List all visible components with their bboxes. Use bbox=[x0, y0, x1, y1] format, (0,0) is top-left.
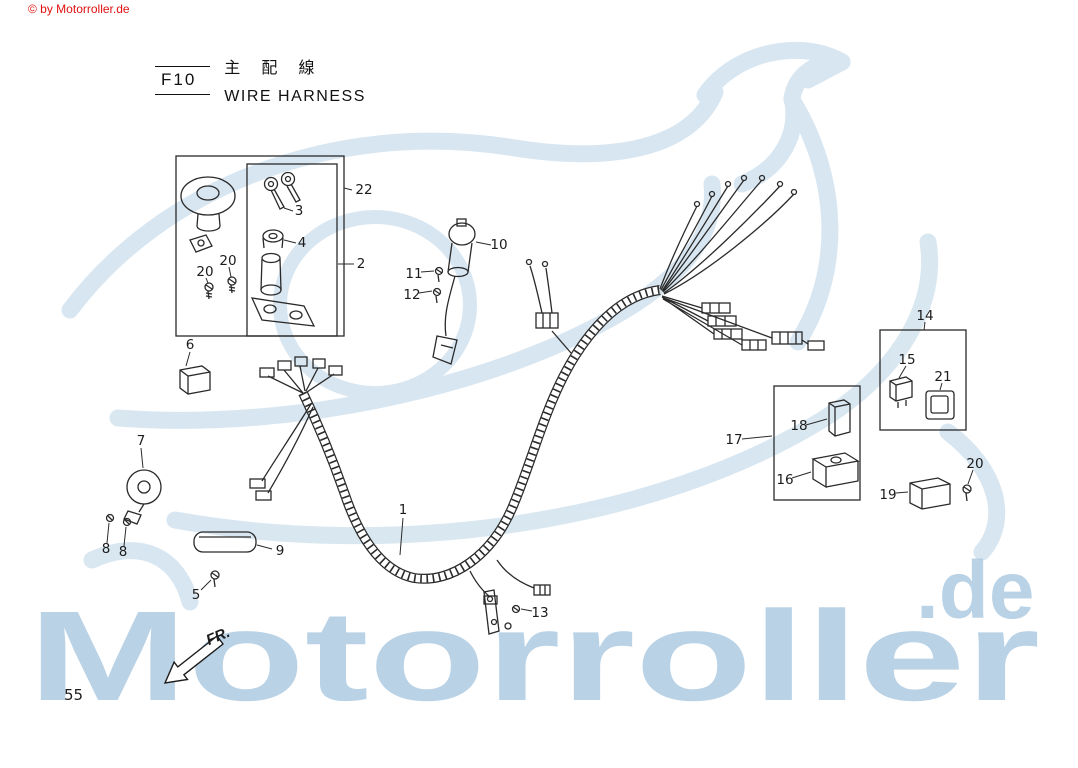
page-number: 55 bbox=[64, 686, 84, 704]
part-19-unit bbox=[909, 477, 951, 510]
part-16-unit bbox=[811, 452, 860, 489]
fuel-cap bbox=[180, 176, 236, 253]
part-10-ignition-coil bbox=[432, 218, 476, 365]
part-callout: 5 bbox=[191, 587, 201, 603]
part-callout: 18 bbox=[790, 418, 808, 434]
part-callout: 20 bbox=[966, 456, 984, 472]
part-callout: 22 bbox=[355, 182, 373, 198]
part-9-component bbox=[193, 531, 257, 588]
part-callout: 7 bbox=[136, 433, 146, 449]
part-15-relay bbox=[889, 376, 913, 408]
section-code: F10 bbox=[155, 66, 211, 95]
part-14-box bbox=[879, 329, 967, 431]
watermark-bird-icon bbox=[61, 41, 1006, 611]
part-callout: 8 bbox=[118, 544, 128, 560]
lock-set-assembly bbox=[175, 155, 345, 337]
part-callout: 13 bbox=[531, 605, 549, 621]
part-callout: 8 bbox=[101, 541, 111, 557]
ignition-switch bbox=[250, 252, 316, 327]
part-callout: 21 bbox=[934, 369, 952, 385]
part-callout: 2 bbox=[356, 256, 366, 272]
part-callout: 4 bbox=[297, 235, 307, 251]
part-callout: 17 bbox=[725, 432, 743, 448]
screw-20-right bbox=[962, 484, 972, 502]
part-callout: 14 bbox=[916, 308, 934, 324]
lock-cylinder bbox=[262, 229, 284, 249]
part-1-main-harness bbox=[249, 174, 825, 605]
fr-arrow-icon bbox=[163, 635, 224, 684]
part-18-unit bbox=[828, 399, 851, 437]
part-13-clamp bbox=[483, 589, 521, 635]
title-block: F10 主 配 線 WIRE HARNESS bbox=[155, 52, 366, 106]
screw-20-left bbox=[204, 276, 237, 300]
part-callout: 19 bbox=[879, 487, 897, 503]
copyright-notice: © by Motorroller.de bbox=[28, 2, 130, 16]
part-6-relay bbox=[179, 365, 211, 395]
part-21-flasher bbox=[925, 390, 955, 420]
part-callout: 16 bbox=[776, 472, 794, 488]
part-callout: 9 bbox=[275, 543, 285, 559]
part-callout: 11 bbox=[405, 266, 423, 282]
part-callout: 10 bbox=[490, 237, 508, 253]
part-callout: 6 bbox=[185, 337, 195, 353]
part-callout: 1 bbox=[398, 502, 408, 518]
leader-lines bbox=[106, 187, 974, 612]
part-callout: 12 bbox=[403, 287, 421, 303]
watermark-suffix: .de bbox=[916, 545, 1034, 636]
part-callout: 20 bbox=[196, 264, 214, 280]
title-texts: 主 配 線 WIRE HARNESS bbox=[224, 52, 366, 106]
part-callout: 3 bbox=[294, 203, 304, 219]
part-callout: 20 bbox=[219, 253, 237, 269]
page-title-english: WIRE HARNESS bbox=[224, 88, 366, 105]
keys bbox=[263, 171, 301, 210]
part-7-horn bbox=[105, 469, 162, 527]
part-17-bracket bbox=[773, 385, 861, 501]
page-title-chinese: 主 配 線 bbox=[224, 58, 323, 77]
part-callout: 15 bbox=[898, 352, 916, 368]
